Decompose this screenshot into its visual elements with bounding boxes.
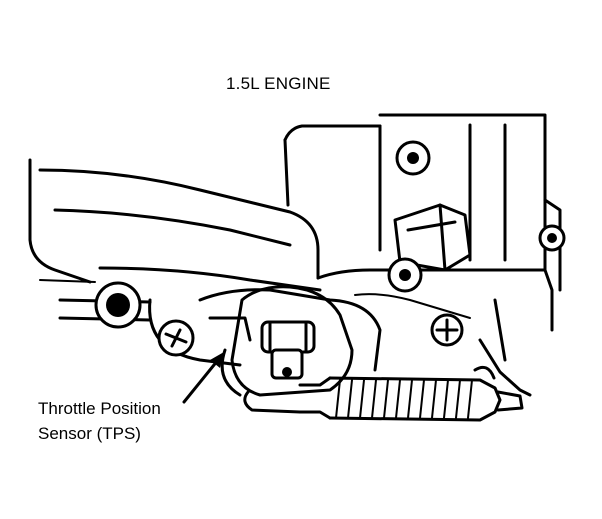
upper-bolt	[395, 140, 431, 176]
left-bolt	[94, 281, 142, 329]
diagram-title: 1.5L ENGINE	[226, 74, 331, 93]
phillips-screw-left	[157, 319, 195, 357]
tps-label-line1: Throttle Position	[38, 399, 161, 418]
callout-arrow	[182, 352, 224, 404]
right-bolt	[538, 224, 566, 252]
lower-bolt	[387, 257, 423, 293]
throttle-position-sensor	[230, 285, 354, 414]
wiring-harness	[298, 365, 524, 422]
tps-label-line2: Sensor (TPS)	[38, 424, 141, 443]
phillips-screw-right	[430, 313, 464, 347]
